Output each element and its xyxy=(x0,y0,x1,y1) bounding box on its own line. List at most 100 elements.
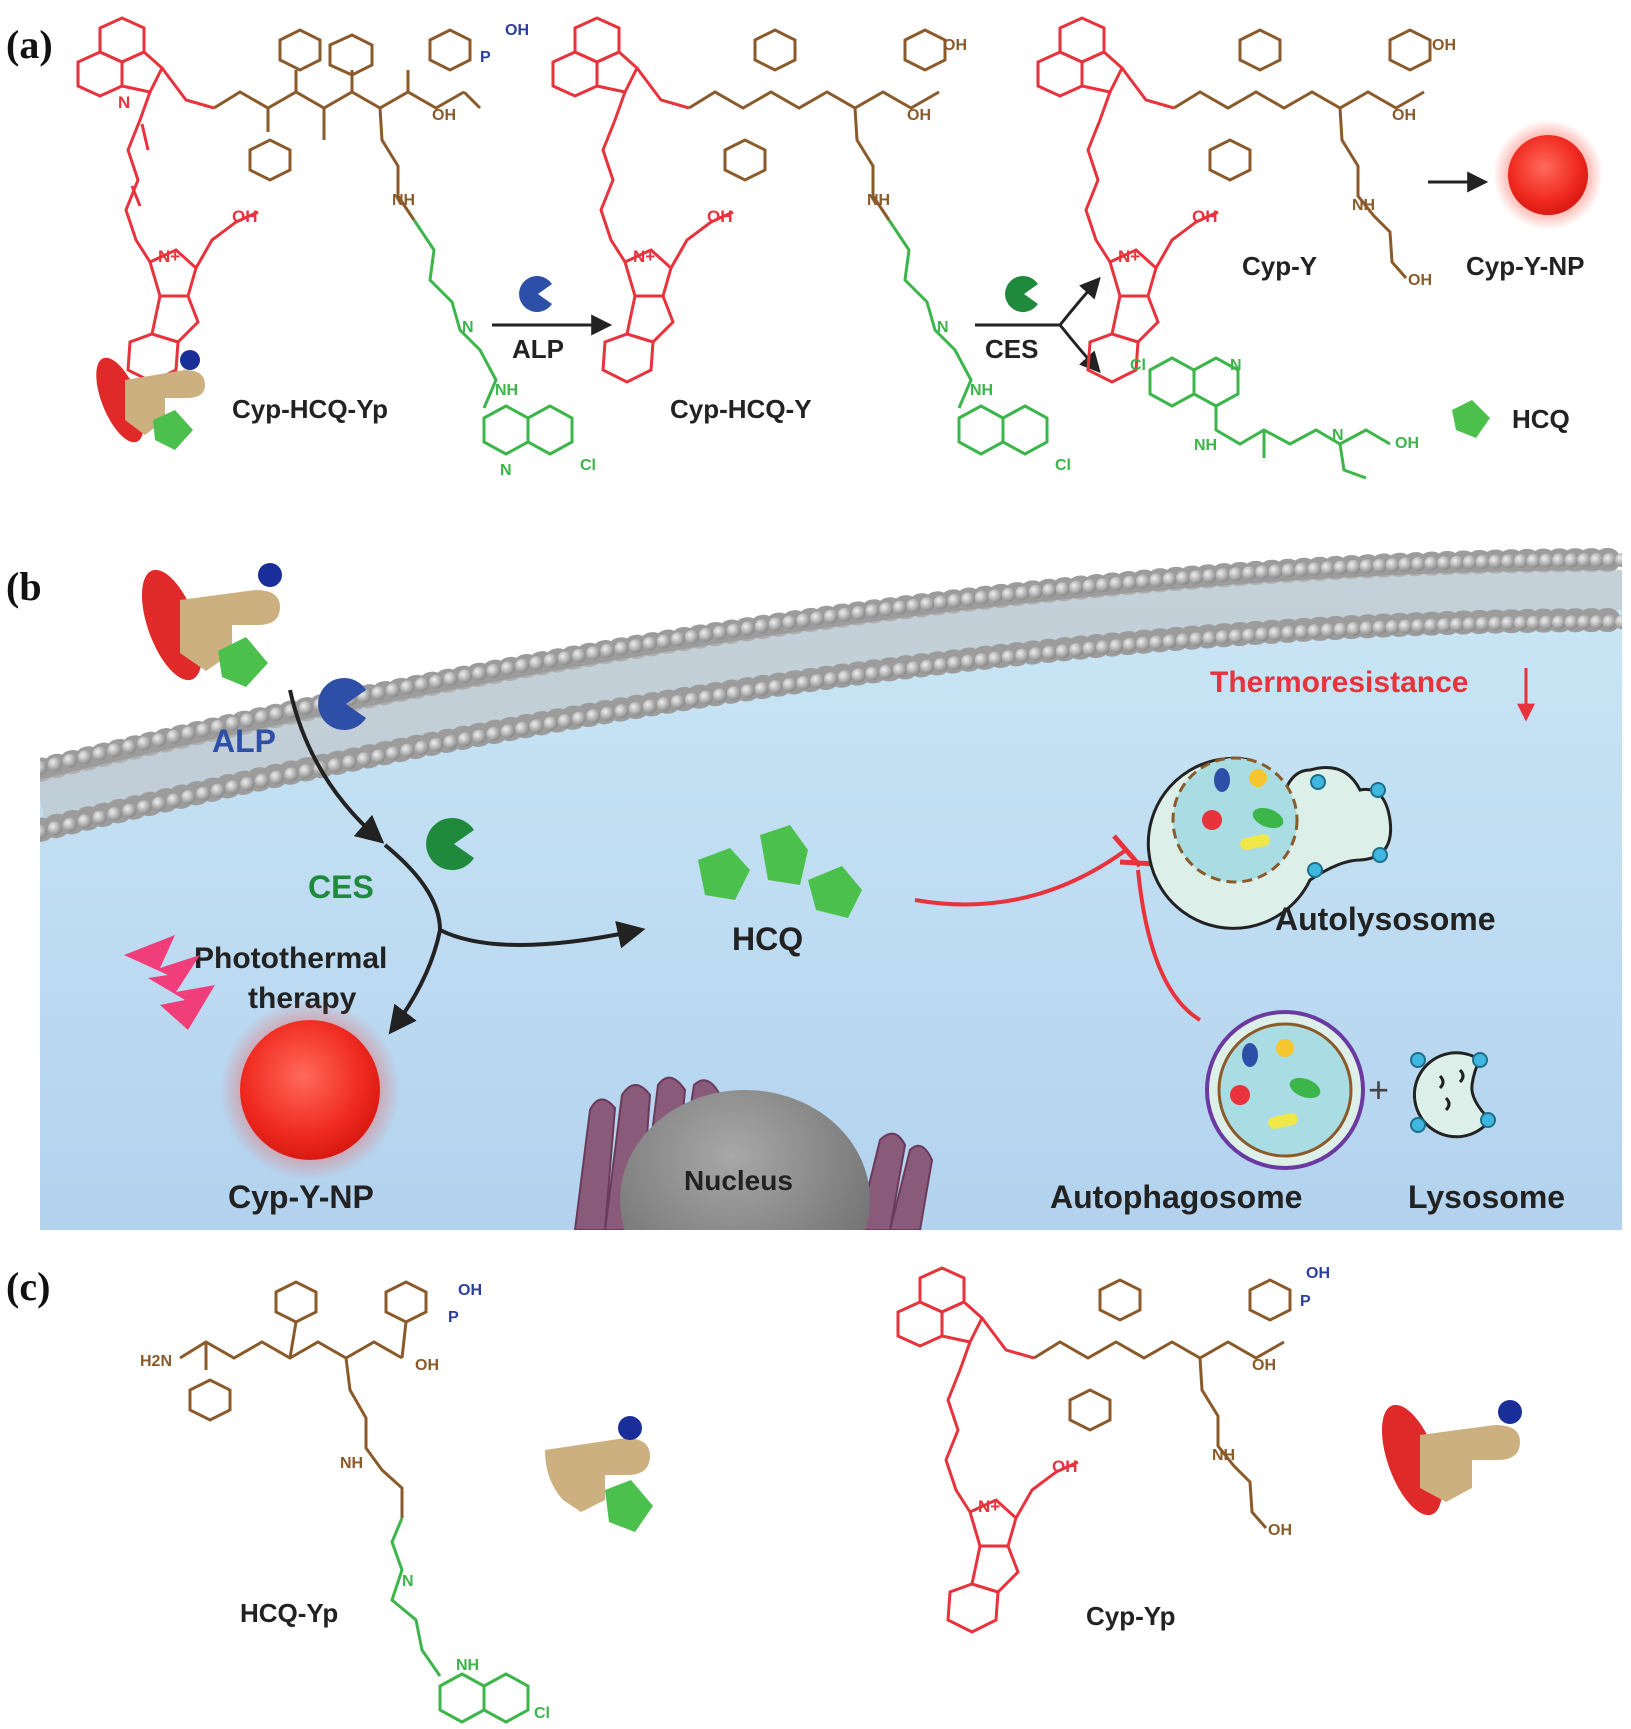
lipid-head xyxy=(1189,632,1204,647)
lipid-head xyxy=(371,749,386,764)
lipid-head xyxy=(166,793,181,808)
lipid-head xyxy=(1359,621,1374,636)
lipid-head xyxy=(824,672,838,687)
lipid-head xyxy=(1589,615,1604,630)
atom-n-plus: N+ xyxy=(158,247,180,266)
lipid-head xyxy=(810,674,825,689)
lipid-head xyxy=(572,648,587,663)
lipid-head xyxy=(1122,575,1137,590)
lipid-head xyxy=(1082,579,1097,594)
lipid-head xyxy=(1385,558,1400,573)
lipid-head xyxy=(196,786,211,801)
atom-p: P xyxy=(480,49,491,66)
lipid-head xyxy=(77,814,92,829)
prodrug-cartoon xyxy=(141,563,282,687)
lipid-head xyxy=(988,651,1003,666)
lipid-head xyxy=(486,727,501,741)
hcq-inhibition-arrow xyxy=(914,848,1128,907)
atom-oh: OH xyxy=(1252,1357,1276,1374)
lipid-head xyxy=(782,615,797,630)
lipid-head xyxy=(1202,631,1217,646)
lipid-head xyxy=(1346,559,1361,574)
lipid-head xyxy=(851,605,866,620)
lipid-head xyxy=(1242,566,1257,581)
lipid-head xyxy=(1320,623,1335,638)
lipid-head xyxy=(1564,553,1579,568)
lipid-head xyxy=(974,590,989,605)
hcq-fragments xyxy=(698,825,862,918)
label-alp: ALP xyxy=(512,334,564,364)
label-cyp-hcq-y: Cyp-HCQ-Y xyxy=(670,394,812,424)
lipid-head xyxy=(1307,562,1322,577)
lipid-head xyxy=(1501,554,1516,569)
lipid-head xyxy=(211,719,225,734)
lipid-head xyxy=(1462,617,1477,632)
membrane-bead-row-outer xyxy=(40,553,1622,775)
cyp-hcq-yp-structure: N N+ OH OH OH P xyxy=(76,16,596,479)
label-cyp-y: Cyp-Y xyxy=(1242,251,1317,281)
atom-oh: OH xyxy=(1052,1457,1078,1476)
atom-h2n: H2N xyxy=(140,1353,172,1370)
autolysosome xyxy=(1146,756,1393,930)
lipid-head xyxy=(255,773,269,788)
cypate-dye xyxy=(76,16,259,384)
panel-a-letter: (a) xyxy=(6,22,53,67)
label-hcq: HCQ xyxy=(732,921,803,957)
atom-n: N xyxy=(1230,357,1242,374)
lipid-head xyxy=(1176,633,1190,648)
atom-p: P xyxy=(1300,1293,1311,1310)
lipid-head xyxy=(865,604,880,619)
ces-pacman-icon xyxy=(1005,276,1038,312)
lipid-head xyxy=(385,683,400,698)
label-autolysosome: Autolysosome xyxy=(1275,901,1495,937)
lipid-head xyxy=(1228,567,1243,582)
lipid-head xyxy=(1513,554,1528,568)
lipid-head xyxy=(1162,634,1177,649)
atom-n: N xyxy=(402,1573,414,1590)
atom-n-plus: N+ xyxy=(1118,247,1140,266)
lipid-head xyxy=(225,716,240,731)
lipid-head xyxy=(837,607,852,622)
lipid-head xyxy=(1398,619,1413,634)
lipid-head xyxy=(1109,576,1124,591)
lipid-head xyxy=(414,740,429,755)
hcq-linker xyxy=(412,219,574,456)
atom-oh: OH xyxy=(232,207,258,226)
atom-oh: OH xyxy=(432,107,456,124)
lipid-head xyxy=(298,764,313,779)
lipid-head xyxy=(754,619,769,634)
lipid-head xyxy=(586,709,601,724)
lipid-head xyxy=(500,661,515,676)
lipid-head xyxy=(1109,639,1124,654)
label-autophagosome: Autophagosome xyxy=(1050,1179,1302,1215)
ces-to-hcq-arrow xyxy=(439,921,646,949)
label-cyp-yp: Cyp-Yp xyxy=(1086,1601,1176,1631)
lipid-head xyxy=(122,739,137,754)
atom-n-plus: N+ xyxy=(978,1497,1000,1516)
lipid-head xyxy=(181,790,196,805)
lipid-head xyxy=(656,697,671,712)
alp-arrow: ALP xyxy=(492,276,613,364)
lipid-head xyxy=(357,752,371,767)
lipid-head xyxy=(1001,650,1016,665)
lipid-head xyxy=(196,723,211,738)
label-alp: ALP xyxy=(212,723,276,759)
lipid-head xyxy=(628,639,643,654)
lipid-head xyxy=(768,680,783,694)
lipid-head xyxy=(1513,616,1528,630)
lipid-head xyxy=(211,783,225,798)
lipid-head xyxy=(1564,615,1579,630)
label-plus: + xyxy=(1368,1069,1389,1110)
lipid-head xyxy=(1501,616,1516,631)
lipid-head xyxy=(740,684,755,699)
lipid-head xyxy=(1028,584,1043,599)
atom-oh: OH xyxy=(1306,1265,1330,1282)
atom-oh: OH xyxy=(943,37,967,54)
atom-oh: OH xyxy=(1268,1522,1292,1539)
lipid-head xyxy=(166,729,181,744)
lipid-head xyxy=(988,589,1003,604)
lipid-head xyxy=(726,623,741,638)
lipid-head xyxy=(1424,556,1439,571)
lipid-head xyxy=(879,664,894,679)
atom-cl: Cl xyxy=(534,1705,550,1722)
